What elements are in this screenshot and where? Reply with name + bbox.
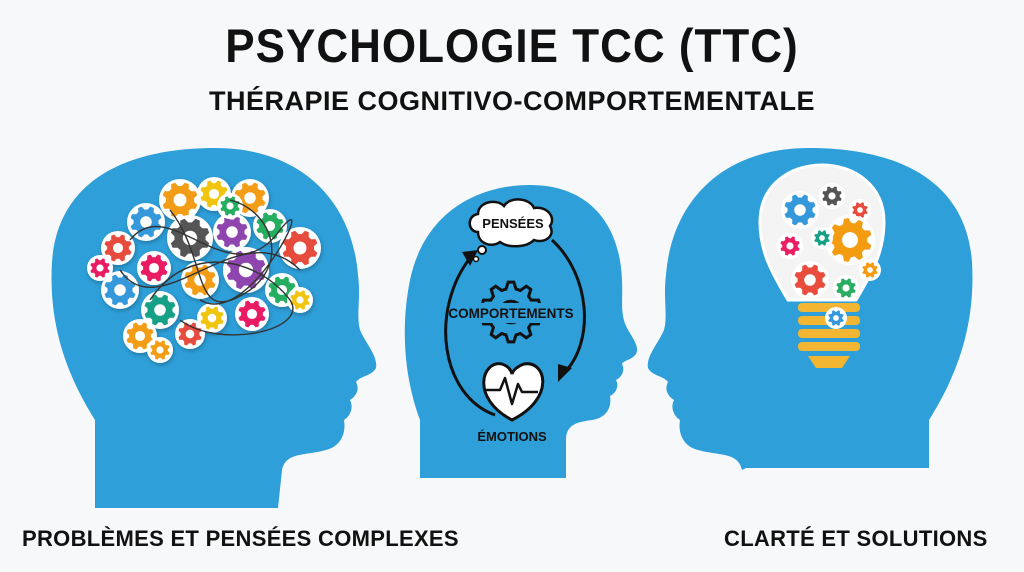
bulb-gears	[777, 183, 881, 329]
gear-icon	[825, 307, 847, 329]
cycle-arrowhead-right	[558, 364, 572, 382]
caption-problems: PROBLÈMES ET PENSÉES COMPLEXES	[22, 526, 459, 551]
gear-icon	[217, 193, 243, 219]
gear-icon	[197, 177, 231, 211]
gear-icon	[101, 231, 135, 265]
gear-icon	[167, 215, 213, 261]
gear-icon	[197, 303, 227, 333]
gear-icon	[137, 251, 171, 285]
gear-icon	[213, 213, 251, 251]
gear-icon	[833, 275, 859, 301]
cycle-label-thoughts: PENSÉES	[482, 216, 544, 231]
gear-icon	[811, 227, 833, 249]
gear-icon	[87, 255, 113, 281]
center-head-silhouette	[404, 185, 638, 478]
caption-solutions: CLARTÉ ET SOLUTIONS	[724, 526, 988, 551]
tangle-line	[169, 199, 273, 303]
gear-icon	[235, 297, 269, 331]
gear-icon	[127, 203, 165, 241]
cycle-label-emotions: ÉMOTIONS	[477, 429, 547, 444]
gear-icon	[825, 215, 875, 265]
cycle-arrowhead-left	[462, 250, 478, 266]
cycle-arrow-left	[444, 257, 496, 417]
cycle-arrow-right	[550, 238, 586, 374]
gear-icon	[279, 227, 321, 269]
gear-icon	[147, 337, 173, 363]
tangle-line	[149, 261, 294, 336]
tangle-line	[129, 219, 293, 305]
gear-icon	[175, 319, 205, 349]
gear-icon	[791, 261, 829, 299]
cycle-label-behaviors: COMPORTEMENTS	[448, 306, 573, 321]
page-subtitle: THÉRAPIE COGNITIVO-COMPORTEMENTALE	[208, 86, 815, 116]
gear-icon	[777, 233, 803, 259]
tangled-thought-lines	[119, 199, 301, 336]
gear-icon	[287, 287, 313, 313]
gear-icon	[253, 209, 287, 243]
heart-pulse-icon	[482, 362, 545, 422]
gear-icon	[859, 259, 881, 281]
gear-icon	[181, 261, 219, 299]
thought-cloud	[468, 198, 554, 263]
tangle-line	[119, 252, 301, 288]
gear-icon	[141, 291, 179, 329]
behaviors-label-bg	[452, 303, 570, 323]
gear-icon	[159, 179, 201, 221]
gear-icon	[819, 183, 845, 209]
page-title: PSYCHOLOGIE TCC (TTC)	[225, 19, 799, 73]
gear-icon	[781, 191, 819, 229]
